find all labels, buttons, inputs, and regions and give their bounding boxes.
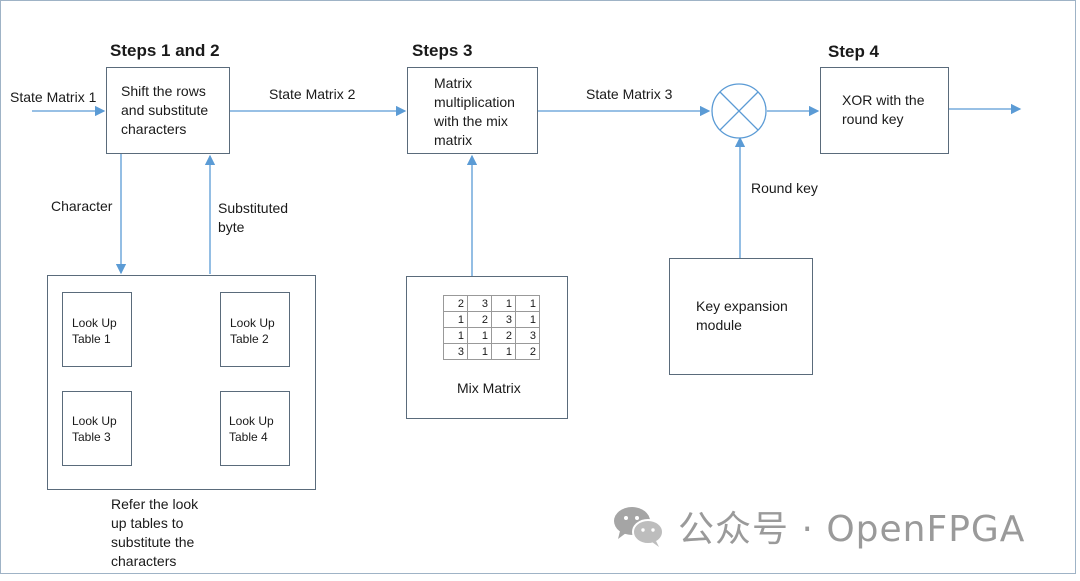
mix-matrix-cell: 2 xyxy=(491,327,516,344)
watermark-text: 公众号 · OpenFPGA xyxy=(678,509,1026,550)
label-substituted-byte: Substituted byte xyxy=(218,200,289,235)
label-character: Character xyxy=(51,198,113,214)
lookup-table-1: Look Up Table 1 xyxy=(62,292,132,367)
xor-round-key-box: XOR with the round key xyxy=(820,67,949,154)
mix-matrix-cell: 1 xyxy=(467,343,492,360)
lookup-table-3: Look Up Table 3 xyxy=(62,391,132,466)
watermark: 公众号 · OpenFPGA xyxy=(612,500,1025,552)
lookup-table-1-label: Look Up Table 1 xyxy=(72,316,117,346)
lookup-table-2: Look Up Table 2 xyxy=(220,292,290,367)
mix-matrix-cell: 1 xyxy=(515,311,540,328)
mix-matrix-cell: 3 xyxy=(467,295,492,312)
mix-matrix-cell: 2 xyxy=(443,295,468,312)
mix-matrix-cell: 1 xyxy=(515,295,540,312)
mix-matrix-cell: 3 xyxy=(515,327,540,344)
mix-matrix-cell: 1 xyxy=(467,327,492,344)
mix-matrix-cell: 1 xyxy=(443,311,468,328)
label-state-matrix-2: State Matrix 2 xyxy=(269,86,356,102)
label-refer-tables: Refer the look up tables to substitute t… xyxy=(111,496,199,569)
lookup-table-2-label: Look Up Table 2 xyxy=(230,316,275,346)
shift-rows-text: Shift the rows and substitute characters xyxy=(121,83,209,137)
heading-steps-1-2: Steps 1 and 2 xyxy=(110,41,220,60)
heading-steps-3: Steps 3 xyxy=(412,41,473,60)
mix-matrix-cell: 3 xyxy=(443,343,468,360)
wechat-logo-icon xyxy=(614,507,664,547)
heading-step-4: Step 4 xyxy=(828,42,880,61)
label-state-matrix-3: State Matrix 3 xyxy=(586,86,673,102)
shift-rows-box: Shift the rows and substitute characters xyxy=(106,67,230,154)
lookup-table-3-label: Look Up Table 3 xyxy=(72,414,117,444)
mix-matrix-cell: 2 xyxy=(467,311,492,328)
mix-matrix-cell: 2 xyxy=(515,343,540,360)
xor-symbol xyxy=(711,83,767,139)
xor-round-key-text: XOR with the round key xyxy=(842,92,925,127)
key-expansion-text: Key expansion module xyxy=(696,298,788,333)
label-state-matrix-1: State Matrix 1 xyxy=(10,89,97,105)
mix-matrix-cell: 3 xyxy=(491,311,516,328)
lookup-table-4-label: Look Up Table 4 xyxy=(229,414,274,444)
lookup-table-4: Look Up Table 4 xyxy=(220,391,290,466)
mix-matrix-cell: 1 xyxy=(491,295,516,312)
mix-matrix-label: Mix Matrix xyxy=(457,380,521,396)
mix-matrix-cell: 1 xyxy=(443,327,468,344)
label-round-key: Round key xyxy=(751,180,818,196)
matrix-multiplication-box: Matrix multiplication with the mix matri… xyxy=(407,67,538,154)
mix-matrix-cell: 1 xyxy=(491,343,516,360)
lookup-tables-container: Look Up Table 1 Look Up Table 2 Look Up … xyxy=(47,275,316,490)
matrix-multiplication-text: Matrix multiplication with the mix matri… xyxy=(434,75,515,148)
key-expansion-box: Key expansion module xyxy=(669,258,813,375)
